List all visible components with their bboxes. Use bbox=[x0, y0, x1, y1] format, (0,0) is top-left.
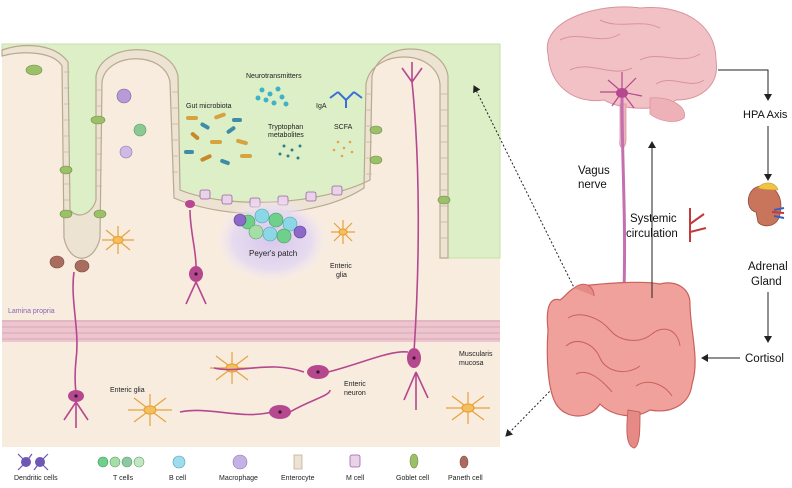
legend-dendritic-cells: Dendritic cells bbox=[14, 453, 58, 482]
paneth-cell-icon bbox=[459, 455, 469, 469]
enteric-neuron-label-2: neuron bbox=[344, 390, 366, 397]
intestines-icon bbox=[546, 281, 696, 449]
gut-microbiota-label: Gut microbiota bbox=[186, 103, 232, 110]
m-cells bbox=[199, 185, 343, 208]
legend-label-m-cell: M cell bbox=[346, 475, 365, 482]
enteric-glia-cells bbox=[102, 220, 490, 426]
goblet-cells bbox=[25, 64, 451, 219]
lamina-propria-label: Lamina propria bbox=[8, 308, 55, 315]
enteric-glia-right-label-1: Enteric bbox=[330, 263, 352, 270]
brain-icon bbox=[546, 6, 717, 148]
enterocyte-icon bbox=[293, 454, 303, 470]
legend-goblet-cell: Goblet cell bbox=[396, 453, 430, 482]
epithelium bbox=[1, 44, 449, 259]
systemic-label-2: circulation bbox=[626, 228, 678, 240]
legend-label-macrophage: Macrophage bbox=[219, 475, 258, 482]
tryptophan-label-line2: metabolites bbox=[268, 132, 304, 139]
vagus-label-2: nerve bbox=[578, 179, 607, 191]
t-cell-in-villus bbox=[133, 123, 147, 137]
body-panel: Vagus nerve Systemic circulation HPA Axi… bbox=[546, 6, 788, 449]
enteric-glia-left-label: Enteric glia bbox=[110, 387, 145, 394]
macrophage-in-villus-2 bbox=[119, 145, 133, 159]
cortisol-label: Cortisol bbox=[745, 353, 784, 365]
t-cell-icon bbox=[97, 456, 145, 468]
tryptophan-dots bbox=[278, 144, 302, 160]
enteric-glia-right-label-2: glia bbox=[336, 272, 347, 279]
legend-label-t-cells: T cells bbox=[113, 475, 134, 482]
legend: Dendritic cells T cells B cell Macrophag… bbox=[14, 453, 483, 482]
muscularis-band bbox=[2, 320, 500, 342]
peyers-patch-cells bbox=[233, 208, 307, 244]
brain-neuron-body bbox=[616, 88, 628, 98]
hpa-axis-label: HPA Axis bbox=[743, 109, 788, 121]
legend-t-cells: T cells bbox=[97, 456, 145, 482]
scfa-label: SCFA bbox=[334, 124, 353, 131]
b-cell-icon bbox=[172, 455, 186, 469]
scfa-dots bbox=[332, 140, 354, 158]
gut-neuron-nuclei bbox=[74, 272, 416, 414]
vagus-label-1: Vagus bbox=[578, 165, 610, 177]
zoom-connector-arrows bbox=[473, 85, 601, 437]
iga-label: IgA bbox=[316, 103, 327, 110]
legend-label-b-cell: B cell bbox=[169, 475, 187, 482]
gut-neurons bbox=[63, 62, 429, 428]
legend-label-paneth: Paneth cell bbox=[448, 475, 483, 482]
neurotransmitter-dots bbox=[255, 86, 289, 107]
legend-label-dendritic: Dendritic cells bbox=[14, 475, 58, 482]
legend-m-cell: M cell bbox=[346, 454, 365, 482]
adrenal-gland-icon bbox=[748, 182, 785, 227]
neurotransmitters-label: Neurotransmitters bbox=[246, 73, 302, 80]
paneth-cells bbox=[49, 255, 90, 273]
dendritic-cell-icon bbox=[17, 453, 49, 471]
legend-enterocyte: Enterocyte bbox=[281, 454, 315, 482]
systemic-label-1: Systemic bbox=[630, 213, 677, 225]
iga-icon bbox=[329, 91, 363, 108]
m-cell-icon bbox=[349, 454, 361, 468]
legend-macrophage: Macrophage bbox=[219, 454, 258, 482]
legend-label-goblet: Goblet cell bbox=[396, 475, 430, 482]
peyers-patch-label: Peyer's patch bbox=[249, 249, 297, 258]
epithelial-cell-lines bbox=[64, 71, 448, 239]
legend-label-enterocyte: Enterocyte bbox=[281, 475, 315, 482]
tryptophan-label-line1: Tryptophan bbox=[268, 124, 303, 131]
adrenal-label-2: Gland bbox=[751, 276, 782, 288]
blood-vessel-icon bbox=[689, 208, 707, 242]
brain-neuron bbox=[600, 72, 643, 109]
macrophage-icon bbox=[232, 454, 248, 470]
enteric-neuron-label-1: Enteric bbox=[344, 381, 366, 388]
adrenal-label-1: Adrenal bbox=[748, 261, 788, 273]
gut-microbiota bbox=[184, 112, 252, 166]
legend-paneth-cell: Paneth cell bbox=[448, 455, 483, 482]
muscularis-label-1: Muscularis bbox=[459, 351, 493, 358]
muscularis-label-2: mucosa bbox=[459, 360, 484, 367]
goblet-cell-icon bbox=[409, 453, 419, 469]
gut-panel: Peyer's patch Gut microbiota Neurotransm… bbox=[1, 43, 501, 447]
macrophage-in-villus bbox=[116, 88, 132, 104]
legend-b-cell: B cell bbox=[169, 455, 187, 482]
brain-to-hpa-arrow bbox=[718, 69, 772, 101]
